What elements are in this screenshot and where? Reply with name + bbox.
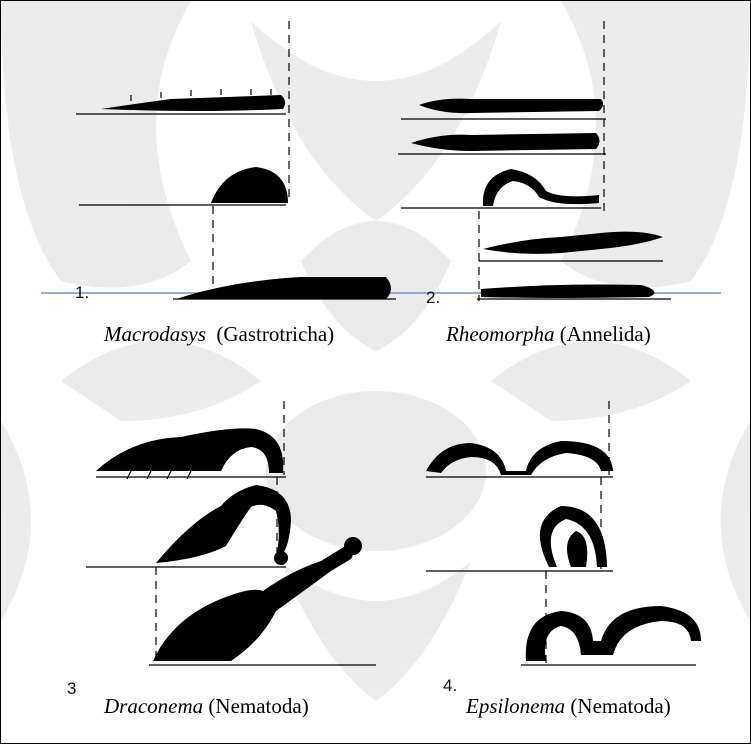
- rheomorpha-drawing: [398, 21, 671, 301]
- group-label: (Nematoda): [570, 694, 670, 718]
- caption-macrodasys: Macrodasys (Gastrotricha): [104, 322, 334, 347]
- genus-label: Rheomorpha: [446, 322, 555, 346]
- panel-2-number: 2.: [426, 288, 440, 308]
- panel-4-number: 4.: [443, 676, 457, 696]
- panel-1-number: 1.: [75, 283, 89, 303]
- group-label: (Nematoda): [208, 694, 308, 718]
- genus-label: Macrodasys: [104, 322, 206, 346]
- genus-label: Draconema: [104, 694, 203, 718]
- epsilonema-drawing: [426, 401, 701, 665]
- caption-rheomorpha: Rheomorpha (Annelida): [446, 322, 651, 347]
- caption-draconema: Draconema (Nematoda): [104, 694, 309, 719]
- genus-label: Epsilonema: [466, 694, 565, 718]
- group-label: (Annelida): [560, 322, 651, 346]
- panel-3-number: 3: [67, 679, 76, 699]
- group-label: (Gastrotricha): [216, 322, 334, 346]
- draconema-drawing: [86, 401, 376, 665]
- macrodasys-drawing: [76, 21, 396, 301]
- caption-epsilonema: Epsilonema (Nematoda): [466, 694, 671, 719]
